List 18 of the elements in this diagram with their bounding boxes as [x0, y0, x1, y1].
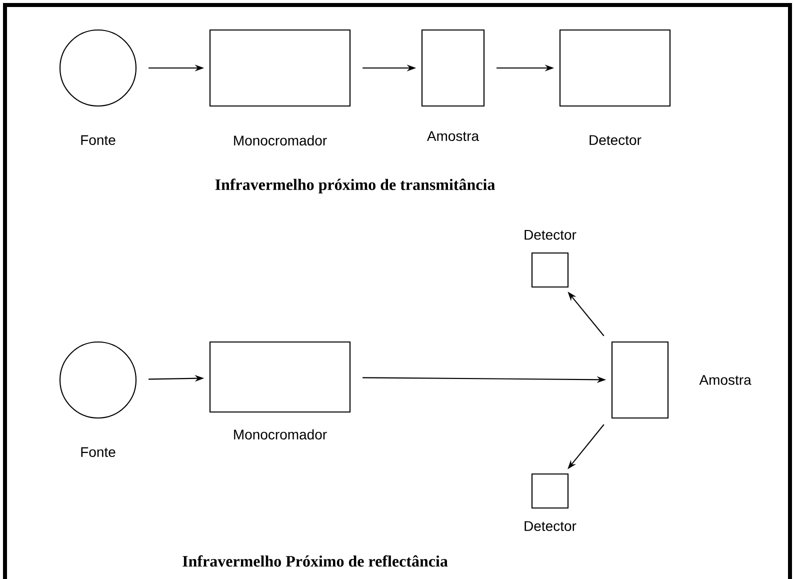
component-box: Amostra: [611, 341, 752, 419]
component-box: Detector: [559, 29, 671, 146]
node-label: Fonte: [81, 135, 116, 146]
component-box: Monocromador: [209, 341, 351, 440]
node-label: Detector: [524, 521, 576, 532]
node-label: Detector: [590, 135, 642, 146]
component-box: Monocromador: [209, 29, 351, 146]
node-label: Monocromador: [234, 135, 327, 146]
section-caption: Infravermelho próximo de transmitância: [215, 178, 495, 194]
component-box: Amostra: [421, 29, 485, 142]
component-box: Detector: [524, 230, 576, 288]
node-label: Detector: [524, 230, 576, 240]
component-box: Detector: [524, 473, 576, 532]
node-label: Monocromador: [234, 429, 327, 440]
node-label: Amostra: [699, 375, 752, 385]
node-label: Amostra: [426, 131, 480, 142]
node-label: Fonte: [81, 447, 116, 458]
section-caption: Infravermelho Próximo de reflectância: [182, 555, 448, 567]
